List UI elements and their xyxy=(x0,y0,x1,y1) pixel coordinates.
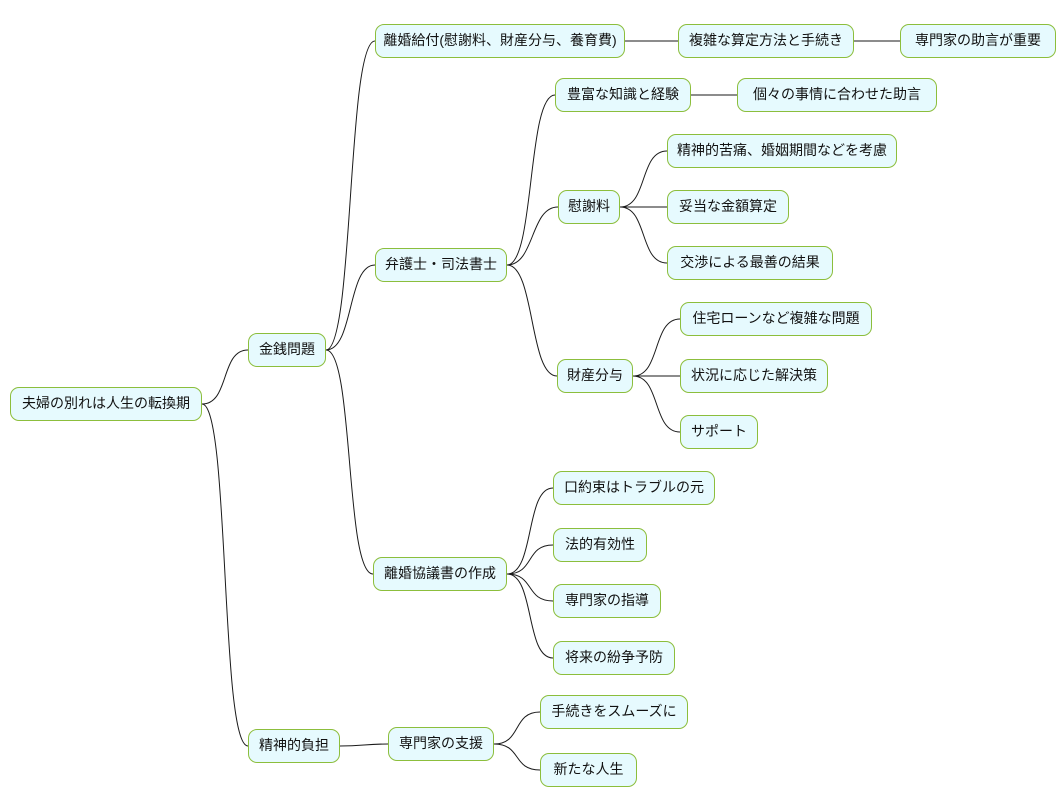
node-situational-solutions: 状況に応じた解決策 xyxy=(680,359,828,393)
edge-money-benefits xyxy=(325,40,376,351)
edge-money-lawyer xyxy=(325,264,376,351)
edge-mental-expertsupport xyxy=(339,743,389,747)
edge-property-support xyxy=(632,375,681,433)
node-expert-guidance: 専門家の指導 xyxy=(553,584,661,618)
node-money-issues: 金銭問題 xyxy=(248,333,326,367)
node-agreement-drafting: 離婚協議書の作成 xyxy=(373,557,507,591)
edge-expertsupport-smooth xyxy=(493,711,541,745)
edge-root-money xyxy=(201,349,249,405)
node-mental-suffering: 精神的苦痛、婚姻期間などを考慮 xyxy=(667,134,897,168)
edge-consolation-negotiation xyxy=(619,206,668,264)
edge-agreement-validity xyxy=(506,544,554,575)
edge-agreement-verbal xyxy=(506,487,554,575)
edge-agreement-prevention xyxy=(506,573,554,659)
node-support: サポート xyxy=(680,415,758,449)
node-root: 夫婦の別れは人生の転換期 xyxy=(10,387,202,421)
edge-agreement-guidance xyxy=(506,573,554,602)
edge-lawyer-property xyxy=(506,264,558,377)
node-tailored-advice: 個々の事情に合わせた助言 xyxy=(737,78,937,112)
edge-consolation-suffering xyxy=(619,150,668,208)
node-future-dispute-prevention: 将来の紛争予防 xyxy=(553,641,675,675)
node-expert-support: 専門家の支援 xyxy=(388,727,494,761)
edge-lawyer-knowledge xyxy=(506,94,556,266)
node-new-life: 新たな人生 xyxy=(540,753,637,787)
edge-property-loan xyxy=(632,318,681,377)
edge-money-agreement xyxy=(325,349,374,575)
node-housing-loan-problems: 住宅ローンなど複雑な問題 xyxy=(680,302,872,336)
edge-expertsupport-newlife xyxy=(493,743,541,771)
edge-root-mental xyxy=(201,403,249,747)
node-divorce-benefits: 離婚給付(慰謝料、財産分与、養育費) xyxy=(375,24,625,58)
node-best-negotiation-result: 交渉による最善の結果 xyxy=(667,246,833,280)
node-legal-validity: 法的有効性 xyxy=(553,528,647,562)
node-complex-calculation: 複雑な算定方法と手続き xyxy=(678,24,854,58)
edge-lawyer-consolation xyxy=(506,206,559,266)
node-verbal-promise-trouble: 口約束はトラブルの元 xyxy=(553,471,715,505)
node-rich-knowledge: 豊富な知識と経験 xyxy=(555,78,691,112)
node-appropriate-amount: 妥当な金額算定 xyxy=(667,190,789,224)
node-smooth-procedures: 手続きをスムーズに xyxy=(540,695,688,729)
node-expert-advice-important: 専門家の助言が重要 xyxy=(900,24,1056,58)
node-lawyer-scrivener: 弁護士・司法書士 xyxy=(375,248,507,282)
node-property-division: 財産分与 xyxy=(557,359,633,393)
node-consolation-money: 慰謝料 xyxy=(558,190,620,224)
node-mental-burden: 精神的負担 xyxy=(248,729,340,763)
